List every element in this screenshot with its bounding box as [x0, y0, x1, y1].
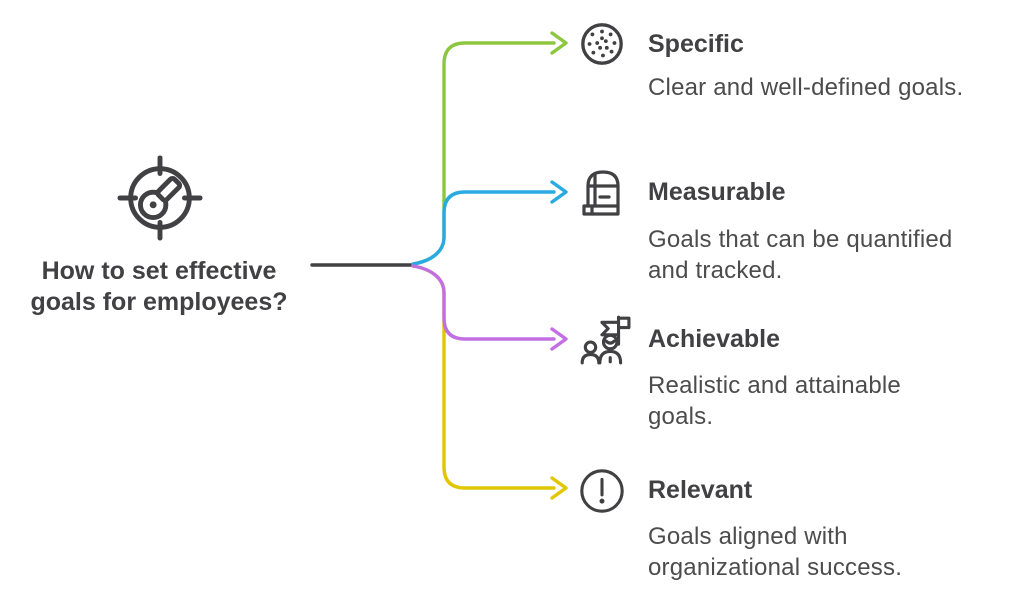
branch-title-measurable: Measurable — [648, 178, 786, 206]
branch-line-specific — [411, 41, 556, 266]
branch-desc-relevant: Goals aligned with organizational succes… — [648, 523, 903, 581]
branch-title-relevant: Relevant — [648, 476, 753, 504]
branch-title-achievable: Achievable — [648, 325, 781, 353]
center-question: How to set effective goals for employees… — [30, 257, 288, 316]
arrowhead-relevant — [550, 476, 568, 500]
alert-circle-icon — [577, 466, 627, 516]
team-flag-icon — [577, 313, 631, 367]
target-key-icon — [116, 154, 204, 242]
branch-desc-measurable: Goals that can be quantified and tracked… — [648, 226, 953, 284]
branch-line-measurable — [411, 190, 556, 266]
dotted-sphere-icon — [579, 21, 625, 67]
branch-desc-specific: Clear and well-defined goals. — [648, 74, 964, 101]
arrowhead-achievable — [550, 327, 568, 351]
branch-title-specific: Specific — [648, 30, 744, 58]
branch-desc-achievable: Realistic and attainable goals. — [648, 372, 901, 430]
arrowhead-measurable — [550, 180, 568, 204]
branch-line-relevant — [411, 264, 556, 490]
arrowhead-specific — [550, 31, 568, 55]
measuring-chest-icon — [577, 166, 629, 218]
branch-line-achievable — [411, 264, 556, 341]
